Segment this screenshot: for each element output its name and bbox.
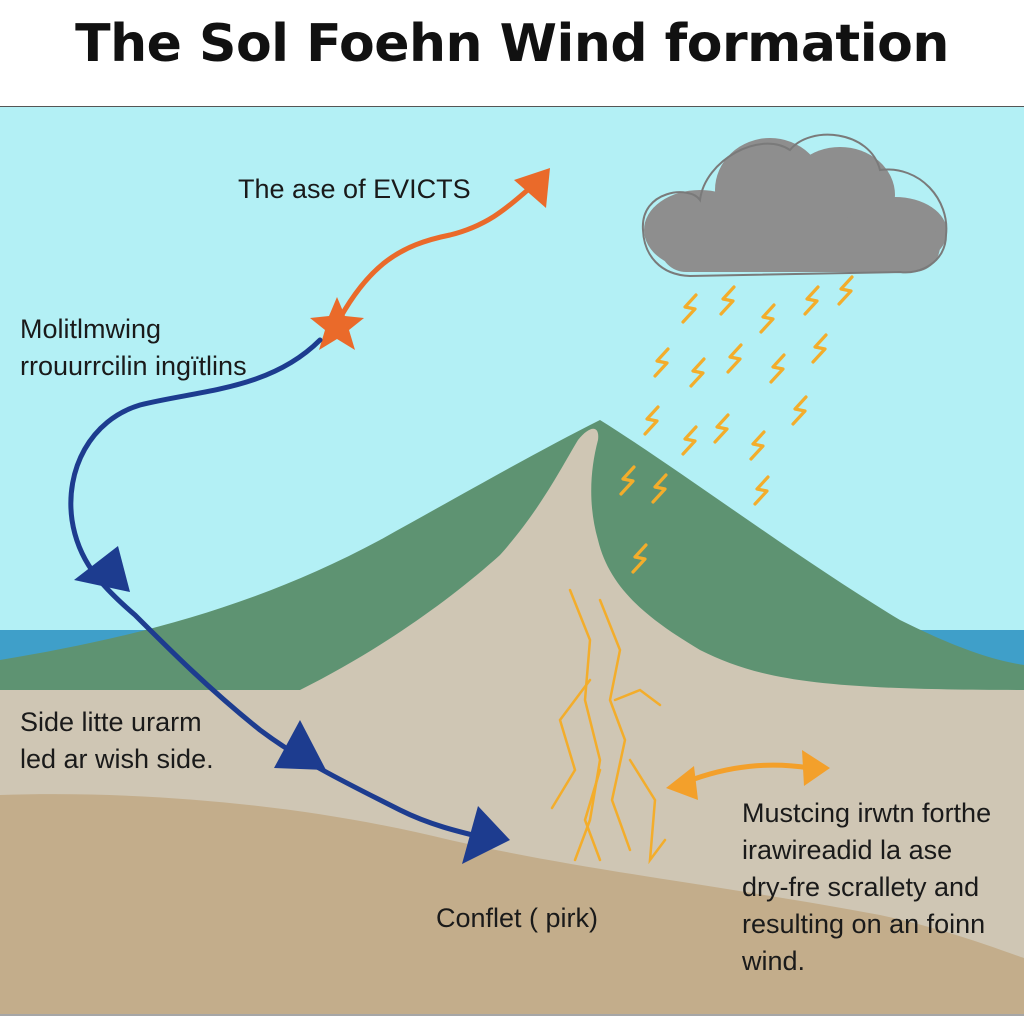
label-left-lower-1: Side litte urarm [20,707,202,737]
ground [0,794,1024,1024]
label-left-lower-2: led ar wish side. [20,744,214,774]
label-right-4: resulting on an foinn [742,909,986,939]
label-left-upper-1: Molitlmwing [20,314,162,344]
warm-air-arrow [310,168,550,350]
warm-air-star-icon [310,297,364,350]
heat-cracks [550,588,667,865]
label-right-3: dry-fre scrallety and [742,872,980,902]
label-right-1: Mustcing irwtn forthe [742,798,992,828]
label-right-5: wind. [742,946,806,976]
label-right-2: irawireadid la ase [742,835,953,865]
diagram-title: The Sol Foehn Wind formation [75,14,949,74]
header: The Sol Foehn Wind formation [0,0,1024,106]
bottom-strip [0,1014,1024,1024]
cloud-icon [641,133,948,278]
foehn-diagram [0,106,1024,1024]
label-bottom: Conflet ( pirk) [436,903,599,933]
cold-air-arrow [68,337,510,864]
double-arrow-icon [666,750,830,800]
label-top: The ase of EVICTS [238,174,471,204]
label-left-upper-2: rrouurrcilin ingïtlins [20,351,247,381]
